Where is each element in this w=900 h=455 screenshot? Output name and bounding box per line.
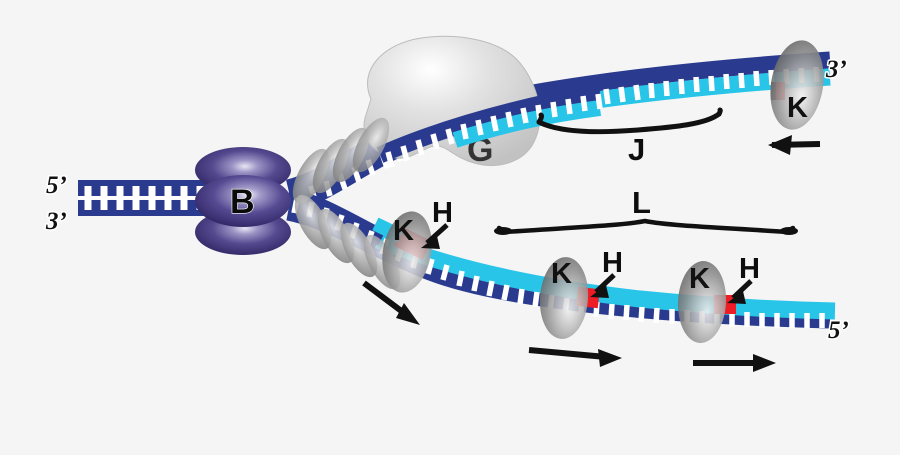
ring-K-lower-3-label: K: [689, 263, 710, 295]
marker-H-lower-2-label: H: [602, 247, 623, 279]
label-5prime-lower-right: 5’: [828, 317, 849, 344]
marker-H-lower-1-label: H: [432, 197, 453, 229]
arrow-lower-middle: [528, 347, 622, 367]
label-3prime-left: 3’: [45, 208, 67, 235]
upper-branch-front-segment: [376, 83, 603, 168]
brace-J-label: J: [628, 132, 645, 167]
ring-K-lower-2-label: K: [551, 258, 572, 290]
ring-K-lower-3[interactable]: K: [676, 260, 728, 344]
marker-H-lower-3-label: H: [739, 253, 760, 285]
brace-L-label: L: [632, 185, 651, 220]
arrow-H-lower-3: [727, 279, 753, 304]
arrow-fork-lower: [362, 280, 420, 325]
brace-L: [494, 218, 798, 235]
ring-cluster-upper: [292, 117, 390, 204]
ring-K-upper[interactable]: K: [764, 36, 829, 133]
ring-K-lower-1-label: K: [393, 215, 414, 247]
arrow-upper-right: [768, 135, 821, 155]
arrow-H-lower-1: [421, 223, 449, 249]
helicase-B-label: B: [230, 183, 255, 221]
arrow-H-lower-2: [590, 273, 616, 298]
ring-K-upper-label: K: [787, 92, 808, 124]
arrow-lower-right: [693, 354, 776, 372]
ring-cluster-lower: [294, 194, 401, 290]
brace-J: [536, 107, 723, 135]
helicase-B[interactable]: B: [195, 147, 291, 255]
label-5prime-left: 5’: [46, 172, 67, 199]
ring-K-lower-2[interactable]: K: [537, 255, 591, 340]
ring-K-lower-1[interactable]: K: [376, 207, 438, 296]
label-3prime-upper-right: 3’: [825, 56, 847, 83]
